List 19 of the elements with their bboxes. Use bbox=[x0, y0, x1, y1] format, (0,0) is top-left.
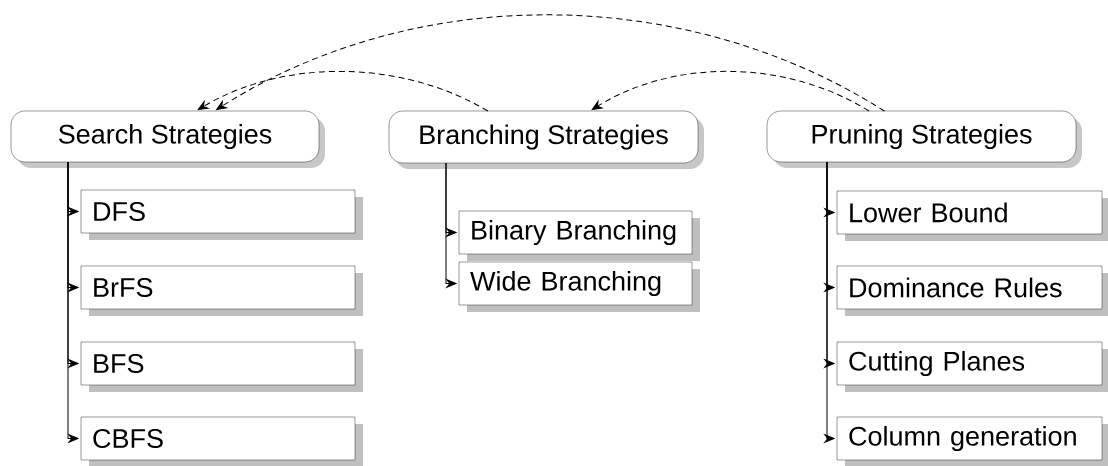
item-box: DFS bbox=[80, 189, 363, 240]
item-box: Binary Branching bbox=[458, 210, 700, 261]
item-box: BrFS bbox=[80, 265, 363, 316]
tree-arrow bbox=[824, 161, 835, 443]
category-box: Search Strategies bbox=[10, 110, 325, 168]
item-box: Lower Bound bbox=[836, 190, 1108, 241]
item-box: CBFS bbox=[80, 416, 363, 466]
item-box: Cutting Planes bbox=[836, 341, 1108, 392]
curved-arrow bbox=[591, 70, 870, 112]
tree-arrow bbox=[445, 162, 457, 288]
category-box: Branching Strategies bbox=[388, 110, 704, 169]
category-box: Pruning Strategies bbox=[766, 110, 1082, 168]
tree-arrow bbox=[67, 161, 79, 443]
curved-arrow bbox=[216, 14, 885, 112]
curved-arrow bbox=[197, 70, 489, 112]
item-box: Wide Branching bbox=[458, 261, 700, 312]
item-box: Column generation bbox=[836, 416, 1108, 466]
item-box: BFS bbox=[80, 341, 363, 392]
item-box: Dominance Rules bbox=[836, 265, 1108, 316]
